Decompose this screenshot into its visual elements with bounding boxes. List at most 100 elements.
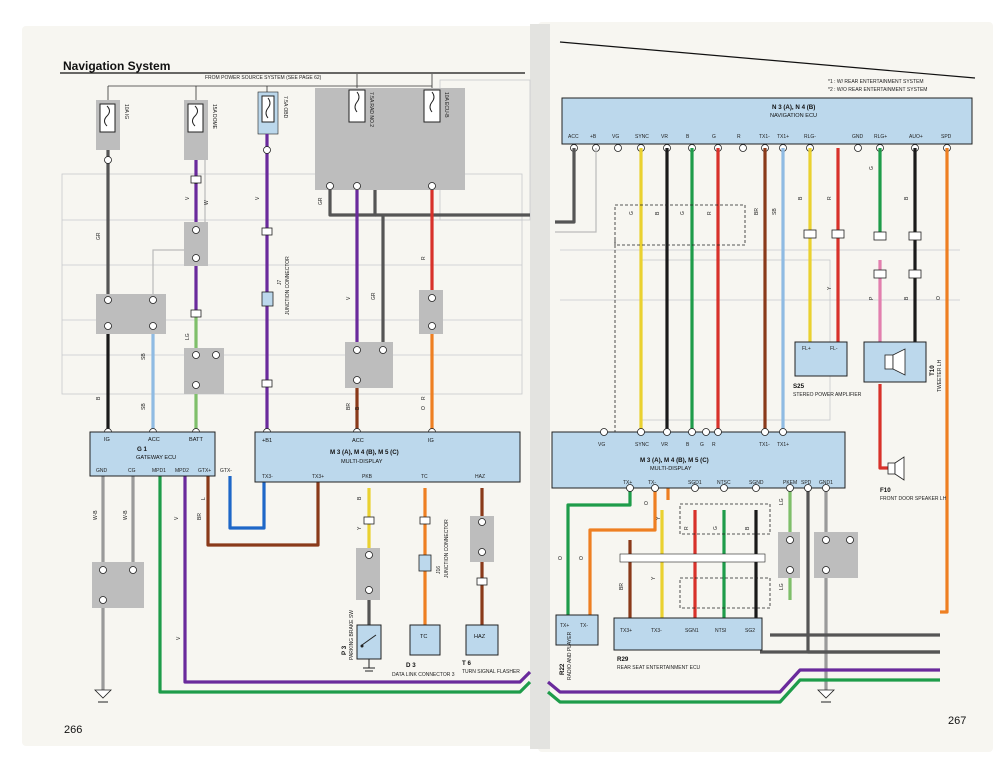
rear-seat-entertainment-ecu: TX3+ TX3- SGN1 NTSI SG2 R29 REAR SEAT EN… (613, 617, 763, 671)
page-number-left: 266 (64, 724, 82, 736)
book-left-page (22, 26, 542, 746)
connector-pin (326, 182, 334, 190)
md-right-bottom-pin-label: TX- (648, 480, 656, 486)
nav-ecu-pin-label: VG (612, 134, 619, 140)
inline-connector (261, 227, 273, 236)
connector-pin (192, 351, 200, 359)
wire-color-letter: P (869, 296, 875, 300)
wire-color-letter: R (421, 396, 427, 400)
power-source-note: FROM POWER SOURCE SYSTEM (SEE PAGE 62) (205, 75, 322, 81)
connector-pin (822, 536, 830, 544)
gateway-pin-mpd2: MPD2 (175, 468, 189, 474)
gateway-pin-ig: IG (104, 437, 110, 443)
wire-color-letter: B (357, 496, 363, 500)
stereo-power-amplifier: FL+ FL- S25 STEREO POWER AMPLIFIER (793, 341, 862, 398)
connector-pin (428, 322, 436, 330)
radio-and-player: TX+ TX- R22 RADIO AND PLAYER (555, 614, 599, 680)
connector-pin (478, 518, 486, 526)
gateway-pin-mpd1: MPD1 (152, 468, 166, 474)
connector-pin (353, 182, 361, 190)
wire-color-letter: GR (318, 197, 324, 205)
fuse-ecub-label: 10A ECU-B (443, 92, 449, 118)
wire-color-letter: SB (772, 208, 778, 215)
tweeter-id: T10 (929, 365, 936, 376)
shield-box (679, 503, 771, 535)
wire-gtx-br (206, 476, 320, 547)
connector-pin (714, 428, 722, 436)
right-connectors (619, 229, 922, 578)
rse-pin-tx3-plus: TX3+ (620, 628, 632, 634)
dlc-id: D 3 (406, 662, 416, 669)
wire-color-letter: V (185, 196, 191, 200)
amp-pin-fl-minus: FL- (830, 346, 838, 352)
connector-pin (192, 381, 200, 389)
tweeter-name: TWEETER LH (937, 359, 943, 392)
inline-connector-row (619, 553, 766, 563)
wire-color-letter: B (655, 211, 661, 215)
j16-name: JUNCTION CONNECTOR (444, 519, 450, 578)
page-number-right: 267 (948, 715, 966, 727)
gateway-pin-cg: CG (128, 468, 136, 474)
wire-md-tx-minus (588, 488, 657, 615)
connector-pin (786, 566, 794, 574)
connector-pin (478, 548, 486, 556)
connector-pin (104, 322, 112, 330)
j7-id: J7 (277, 280, 283, 286)
radio-pin-tx-minus: TX- (580, 623, 588, 629)
nav-ecu-pin-label: RLG- (804, 134, 816, 140)
nav-ecu-pin-label: RLG+ (874, 134, 887, 140)
multi-display-right: M 3 (A), M 4 (B), M 5 (C) MULTI-DISPLAY (551, 431, 846, 489)
wire-color-letter: V (346, 296, 352, 300)
connector-pin (854, 144, 862, 152)
connector-pin (752, 484, 760, 492)
md-left-pin-tx3-minus: TX3- (262, 474, 273, 480)
wire-color-letter: R (827, 196, 833, 200)
md-left-pin-acc: ACC (352, 438, 364, 444)
speaker-name: FRONT DOOR SPEAKER LH (880, 496, 947, 502)
rse-name: REAR SEAT ENTERTAINMENT ECU (617, 665, 701, 671)
nav-ecu-pin-label: ACC (568, 134, 579, 140)
md-left-pin-tc: TC (421, 474, 428, 480)
wire-color-letter: BR (754, 208, 760, 215)
wire-nav-b-w (555, 148, 597, 233)
connector-block (778, 532, 800, 578)
j16-id: J16 (436, 566, 442, 574)
wire-color-letter: R (684, 526, 690, 530)
inline-connector (419, 516, 431, 525)
md-right-top-pin-label: TX1+ (777, 442, 789, 448)
wire-color-letter: B (96, 396, 102, 400)
wire-color-letter: B (904, 296, 910, 300)
gateway-pin-gtx-minus: GTX- (220, 468, 232, 474)
nav-ecu-pin-label: TX1+ (777, 134, 789, 140)
nav-ecu-pin-label: B (686, 134, 690, 140)
wire-color-letter: BR (619, 583, 625, 590)
connector-pin (104, 296, 112, 304)
gateway-pin-acc: ACC (148, 437, 160, 443)
md-right-bottom-pin-label: SPD (801, 480, 812, 486)
connector-pin (846, 536, 854, 544)
md-right-bottom-pin-label: NTSC (717, 480, 731, 486)
inline-connector (873, 269, 887, 279)
connector-pin (353, 346, 361, 354)
wire-color-letter: O (558, 556, 564, 560)
connector-pin (691, 484, 699, 492)
wire-color-letter: B (798, 196, 804, 200)
md-right-top-pin-label: TX1- (759, 442, 770, 448)
wire-bottom-g (546, 678, 940, 704)
connector-pin (263, 146, 271, 154)
connector-pin (626, 484, 634, 492)
wire-color-letter: G (869, 166, 875, 170)
radio-pin-tx-plus: TX+ (560, 623, 569, 629)
connector-pin (149, 322, 157, 330)
wire-spd-o (940, 148, 949, 614)
fuse-dome: 15A DOME (184, 100, 217, 160)
wire-mpd1-g (158, 476, 532, 694)
rse-pin-sgn1: SGN1 (685, 628, 699, 634)
fuse-dome-label: 15A DOME (211, 104, 217, 130)
fuse-ig: 10A IG (96, 100, 129, 150)
connector-pin (739, 144, 747, 152)
wire-color-letter: O (579, 556, 585, 560)
wire-mpd2-v (183, 476, 532, 684)
flasher-id: T 6 (462, 660, 471, 667)
